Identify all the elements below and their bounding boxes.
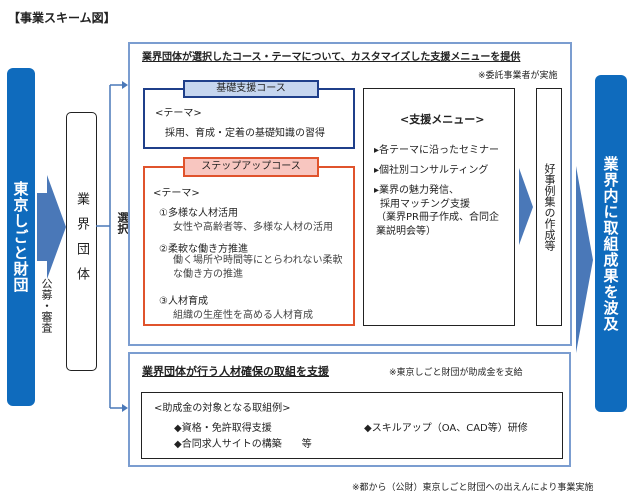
recruit-label: 公募・審査: [40, 278, 53, 333]
menu-item: ▸個社別コンサルティング: [374, 165, 489, 176]
recruit-arrow-icon: [37, 175, 66, 279]
theme-title: ①多様な人材活用: [159, 208, 238, 219]
bottom-section: [128, 352, 571, 467]
stepup-course-label: ステップアップコース: [183, 157, 319, 177]
chevron-arrow-icon: [519, 168, 533, 245]
theme-desc: 組織の生産性を高める人材育成: [173, 310, 313, 321]
diagram-title: 【事業スキーム図】: [8, 11, 116, 25]
example-item: ◆合同求人サイトの構築 等: [174, 439, 312, 450]
basic-course-label: 基礎支援コース: [183, 80, 319, 98]
spread-arrow-icon: [576, 166, 593, 353]
stepup-course-box: <テーマ> ①多様な人材活用 女性や高齢者等、多様な人材の活用 ②柔軟な働き方推…: [143, 166, 355, 326]
stepup-theme-label: <テーマ>: [153, 188, 200, 199]
top-section-note: ※委託事業者が実施: [478, 71, 558, 81]
top-section: [128, 42, 572, 346]
top-section-heading: 業界団体が選択したコース・テーマについて、カスタマイズした支援メニューを提供: [142, 52, 521, 63]
theme-title: ③人材育成: [159, 296, 208, 307]
basic-theme-label: <テーマ>: [155, 108, 202, 119]
support-menu-box: <支援メニュー> ▸各テーマに沿ったセミナー ▸個社別コンサルティング ▸業界の…: [363, 88, 515, 326]
footer-note: ※都から（公財）東京しごと財団への出えんにより事業実施: [352, 483, 594, 493]
menu-heading: <支援メニュー>: [400, 113, 485, 126]
menu-item: ▸業界の魅力発信、: [374, 185, 460, 196]
example-item: ◆スキルアップ（OA、CAD等）研修: [364, 423, 528, 434]
bottom-section-heading: 業界団体が行う人材確保の取組を支援: [142, 365, 329, 378]
foundation-block: 東京しごと財団: [7, 68, 35, 406]
industry-group-box: 業界団体: [66, 112, 97, 371]
outcome-block: 業界内に取組成果を波及: [595, 75, 627, 412]
select-label: 選択: [114, 212, 130, 234]
example-item: ◆資格・免許取得支援: [174, 423, 272, 434]
select-bracket-arrows-icon: [96, 81, 128, 412]
examples-label: <助成金の対象となる取組例>: [154, 403, 291, 414]
menu-item: ▸各テーマに沿ったセミナー: [374, 145, 500, 156]
basic-theme: 採用、育成・定着の基礎知識の習得: [165, 128, 325, 139]
theme-desc: 女性や高齢者等、多様な人材の活用: [173, 222, 333, 233]
menu-item: 採用マッチング支援: [380, 199, 470, 210]
menu-item: （業界PR冊子作成、合同企業説明会等）: [376, 212, 499, 237]
case-studies-box: 好事例集の作成等: [536, 88, 562, 326]
subsidy-examples-box: <助成金の対象となる取組例> ◆資格・免許取得支援 ◆スキルアップ（OA、CAD…: [141, 392, 563, 459]
bottom-section-note: ※東京しごと財団が助成金を支給: [389, 368, 523, 378]
theme-title: ②柔軟な働き方推進: [159, 244, 248, 255]
theme-desc: 働く場所や時間等にとらわれない柔軟な働き方の推進: [173, 255, 343, 280]
